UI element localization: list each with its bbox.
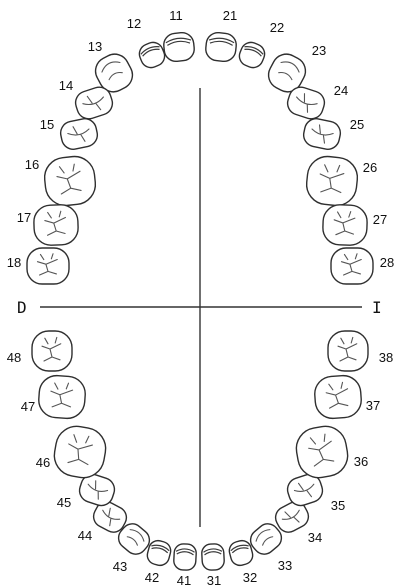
tooth-16[interactable]: [43, 155, 98, 208]
tooth-number-13: 13: [88, 39, 102, 54]
tooth-36[interactable]: [293, 423, 351, 481]
tooth-number-27: 27: [373, 212, 387, 227]
tooth-outline: [58, 117, 99, 152]
tooth-number-24: 24: [334, 83, 348, 98]
tooth-number-26: 26: [363, 160, 377, 175]
tooth-number-45: 45: [57, 495, 71, 510]
tooth-number-22: 22: [270, 20, 284, 35]
tooth-outline: [163, 32, 196, 63]
tooth-46[interactable]: [51, 423, 109, 481]
tooth-21[interactable]: [205, 32, 238, 63]
tooth-outline: [27, 248, 69, 284]
tooth-outline: [322, 204, 367, 246]
tooth-number-46: 46: [36, 455, 50, 470]
tooth-number-33: 33: [278, 558, 292, 573]
tooth-number-44: 44: [78, 528, 92, 543]
tooth-31[interactable]: [201, 543, 224, 570]
tooth-outline: [43, 155, 98, 208]
tooth-outline: [305, 155, 360, 208]
tooth-27[interactable]: [322, 204, 367, 246]
tooth-number-11: 11: [169, 8, 183, 23]
tooth-outline: [33, 204, 78, 246]
tooth-number-21: 21: [223, 8, 237, 23]
tooth-number-37: 37: [366, 398, 380, 413]
tooth-outline: [51, 423, 109, 481]
tooth-number-48: 48: [7, 350, 21, 365]
tooth-outline: [136, 39, 167, 70]
tooth-number-14: 14: [59, 78, 73, 93]
tooth-number-43: 43: [113, 559, 127, 574]
tooth-15[interactable]: [58, 117, 99, 152]
tooth-outline: [173, 543, 196, 570]
tooth-48[interactable]: [32, 331, 72, 371]
tooth-number-31: 31: [207, 573, 221, 587]
tooth-number-25: 25: [350, 117, 364, 132]
side-label-right: I: [372, 298, 382, 317]
tooth-28[interactable]: [331, 248, 373, 284]
tooth-number-32: 32: [243, 570, 257, 585]
tooth-outline: [236, 39, 267, 70]
tooth-outline: [201, 543, 224, 570]
tooth-number-15: 15: [40, 117, 54, 132]
side-label-left: D: [17, 298, 27, 317]
tooth-number-36: 36: [354, 454, 368, 469]
tooth-number-12: 12: [127, 16, 141, 31]
tooth-22[interactable]: [236, 39, 267, 70]
tooth-outline: [293, 423, 351, 481]
tooth-25[interactable]: [301, 117, 342, 152]
tooth-number-34: 34: [308, 530, 322, 545]
tooth-outline: [314, 374, 363, 419]
tooth-outline: [32, 331, 72, 371]
tooth-number-47: 47: [21, 399, 35, 414]
tooth-number-23: 23: [312, 43, 326, 58]
tooth-38[interactable]: [328, 331, 368, 371]
tooth-41[interactable]: [173, 543, 196, 570]
tooth-37[interactable]: [314, 374, 363, 419]
tooth-number-41: 41: [177, 573, 191, 587]
tooth-26[interactable]: [305, 155, 360, 208]
tooth-18[interactable]: [27, 248, 69, 284]
tooth-outline: [331, 248, 373, 284]
tooth-number-18: 18: [7, 255, 21, 270]
tooth-number-38: 38: [379, 350, 393, 365]
tooth-outline: [328, 331, 368, 371]
tooth-number-42: 42: [145, 570, 159, 585]
tooth-outline: [38, 374, 87, 419]
tooth-47[interactable]: [38, 374, 87, 419]
tooth-outline: [301, 117, 342, 152]
tooth-number-35: 35: [331, 498, 345, 513]
tooth-number-16: 16: [25, 157, 39, 172]
tooth-number-28: 28: [380, 255, 394, 270]
tooth-17[interactable]: [33, 204, 78, 246]
tooth-12[interactable]: [136, 39, 167, 70]
tooth-11[interactable]: [163, 32, 196, 63]
tooth-outline: [205, 32, 238, 63]
tooth-number-17: 17: [17, 210, 31, 225]
